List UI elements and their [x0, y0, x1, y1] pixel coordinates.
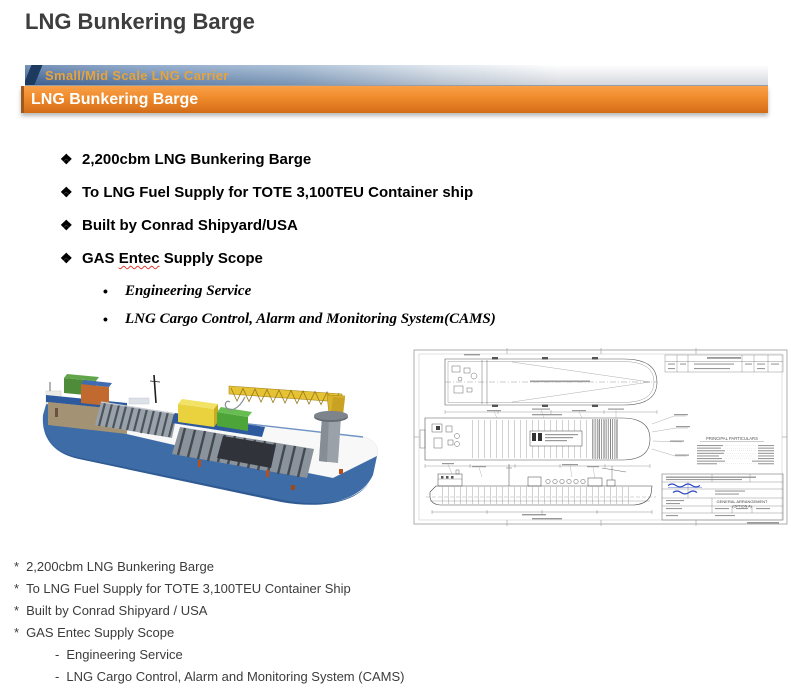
subbullet-engineering-service: • Engineering Service — [103, 283, 252, 299]
section-title-label: LNG Bunkering Barge — [31, 91, 199, 108]
asterisk-marker: * — [14, 625, 20, 640]
bullet-item-capacity: ❖ 2,200cbm LNG Bunkering Barge — [60, 151, 312, 168]
barge-deck-fittings — [291, 469, 343, 490]
asterisk-marker: * — [14, 581, 20, 596]
barge-green-module — [217, 407, 252, 431]
category-banner-tab: Small/Mid Scale LNG Carrier — [25, 65, 768, 86]
barge-pipe-rack-fore — [172, 427, 314, 478]
bullet-item-purpose: ❖ To LNG Fuel Supply for TOTE 3,100TEU C… — [60, 184, 474, 201]
dash-marker: - — [55, 669, 60, 684]
drawing-title-block: GENERAL ARRANGEMENT (OPTION A) — [661, 473, 784, 524]
bullet-item-supply-scope: ❖ GAS Entec Supply Scope — [60, 250, 263, 267]
drawing-plan-view — [444, 354, 658, 416]
dot-bullet-icon: • — [103, 311, 108, 327]
footnote-purpose: * To LNG Fuel Supply for TOTE 3,100TEU C… — [14, 578, 404, 600]
supply-scope-sublist: • Engineering Service • LNG Cargo Contro… — [103, 283, 496, 327]
footnote-cams: - LNG Cargo Control, Alarm and Monitorin… — [14, 666, 404, 688]
footnote-supply-scope: * GAS Entec Supply Scope — [14, 622, 404, 644]
barge-mast — [149, 374, 161, 404]
footnote-capacity: * 2,200cbm LNG Bunkering Barge — [14, 556, 404, 578]
spellcheck-underlined-word: Entec — [118, 250, 160, 267]
barge-pipe-rack-aft — [95, 401, 178, 438]
diamond-bullet-icon: ❖ — [60, 184, 73, 200]
drawing-title-option-text: (OPTION A) — [732, 505, 751, 509]
drawing-deck-plan-view — [419, 408, 690, 468]
category-banner-label: Small/Mid Scale LNG Carrier — [45, 68, 229, 83]
dash-marker: - — [55, 647, 60, 662]
barge-3d-render-image — [42, 374, 378, 505]
barge-yellow-module — [178, 399, 218, 427]
banner-tab-edge-decoration — [25, 65, 44, 85]
bullet-item-builder: ❖ Built by Conrad Shipyard/USA — [60, 217, 298, 234]
footnote-engineering-service: - Engineering Service — [14, 644, 404, 666]
footnote-builder: * Built by Conrad Shipyard / USA — [14, 600, 404, 622]
footnote-list: * 2,200cbm LNG Bunkering Barge * To LNG … — [14, 556, 404, 688]
diamond-bullet-icon: ❖ — [60, 217, 73, 233]
feature-bullet-list: ❖ 2,200cbm LNG Bunkering Barge ❖ To LNG … — [60, 151, 496, 339]
page-title: LNG Bunkering Barge — [25, 9, 255, 34]
diamond-bullet-icon: ❖ — [60, 250, 73, 266]
asterisk-marker: * — [14, 603, 20, 618]
section-title-bar: LNG Bunkering Barge — [21, 86, 768, 113]
barge-crane — [224, 385, 348, 463]
drawing-title-text: GENERAL ARRANGEMENT — [717, 499, 769, 504]
drawing-side-elevation-view — [426, 463, 656, 520]
drawing-revision-table — [664, 354, 784, 373]
drawing-principal-particulars: PRINCIPAL PARTICULARS — [697, 436, 774, 465]
asterisk-marker: * — [14, 559, 20, 574]
diamond-bullet-icon: ❖ — [60, 151, 73, 167]
shipyard-logo-stamp — [667, 483, 702, 495]
dot-bullet-icon: • — [103, 283, 108, 299]
principal-particulars-label: PRINCIPAL PARTICULARS — [706, 436, 758, 441]
general-arrangement-drawing-image: PRINCIPAL PARTICULARS — [413, 348, 788, 526]
subbullet-cams: • LNG Cargo Control, Alarm and Monitorin… — [103, 311, 496, 327]
